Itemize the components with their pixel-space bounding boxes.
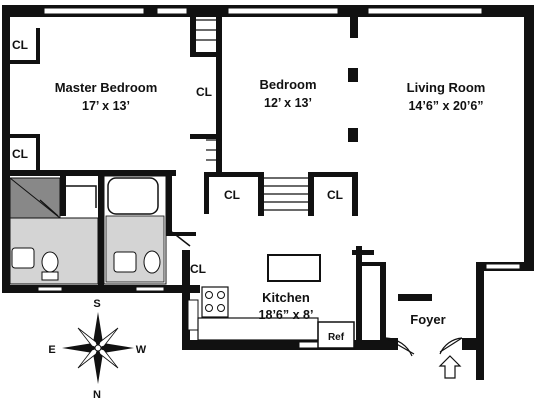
kitchen-sink: [187, 299, 199, 331]
closet-label: CL: [12, 38, 28, 52]
sink: [113, 251, 137, 273]
bathroom-right: [103, 175, 191, 285]
compass-east: E: [48, 344, 55, 356]
sink: [11, 247, 35, 269]
toilet: [143, 250, 161, 274]
interior-walls: [2, 12, 432, 350]
kitchen-label: Kitchen: [262, 290, 310, 305]
refrigerator-label: Ref: [328, 332, 345, 343]
bedroom-dims: 12’ x 13’: [264, 96, 312, 110]
closet-label: CL: [224, 188, 240, 202]
bedroom-label: Bedroom: [259, 77, 316, 92]
closet-label: CL: [12, 147, 28, 161]
living-room-label: Living Room: [407, 80, 486, 95]
living-room-dims: 14’6” x 20’6”: [408, 99, 483, 113]
windows: [37, 7, 521, 349]
kitchen-dims: 18’6” x 8’: [259, 308, 314, 322]
compass-north: N: [93, 389, 101, 401]
kitchen-fixtures: [187, 254, 355, 349]
closet-label: CL: [196, 85, 212, 99]
master-bedroom-label: Master Bedroom: [55, 80, 158, 95]
foyer-label: Foyer: [410, 312, 445, 327]
stove: [201, 286, 229, 318]
compass-west: W: [136, 344, 147, 356]
bathroom-left: [9, 177, 99, 285]
steps: [196, 19, 308, 211]
exterior-walls: [2, 5, 534, 380]
kitchen-island: [267, 254, 321, 282]
master-bedroom-dims: 17’ x 13’: [82, 99, 130, 113]
counter: [197, 317, 319, 341]
closet-label: CL: [190, 262, 206, 276]
compass-rose: S N E W: [48, 298, 146, 401]
closet-label: CL: [327, 188, 343, 202]
entry-arrow-icon: [438, 355, 462, 379]
refrigerator: [317, 321, 355, 349]
doors: [39, 199, 463, 357]
bathtub: [107, 177, 159, 215]
compass-south: S: [93, 298, 100, 310]
toilet: [41, 251, 59, 273]
